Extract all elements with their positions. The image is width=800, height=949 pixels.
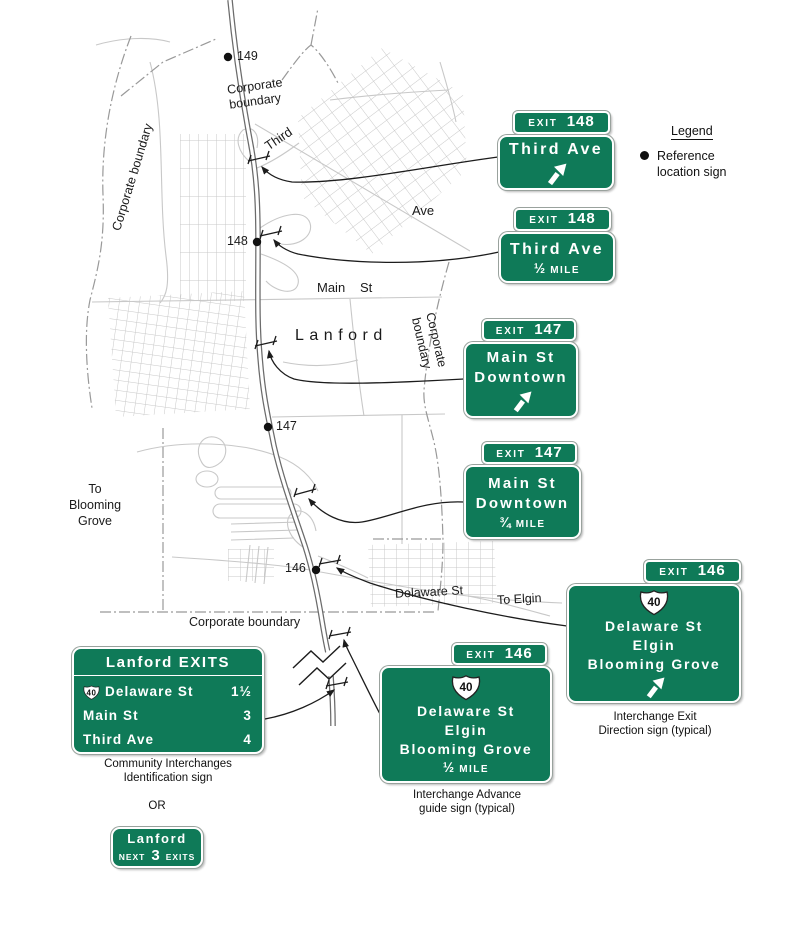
sign-street-name-2: Elgin <box>444 722 488 738</box>
sign-street-name: Delaware St <box>604 617 704 634</box>
freeway <box>227 0 347 727</box>
mile-marker-148-label: 148 <box>227 234 248 248</box>
row-distance: 3 <box>243 708 252 723</box>
or-label: OR <box>148 800 166 812</box>
exit-number: 146 <box>697 562 726 579</box>
svg-text:40: 40 <box>460 681 473 694</box>
legend-item-reference-location: Reference location sign <box>640 148 772 180</box>
exit-147-direction-sign: Main St Downtown <box>464 342 578 418</box>
freeway-break-symbol <box>294 646 346 686</box>
mile-marker-147-label: 147 <box>276 419 297 433</box>
row-street-name: Third Ave <box>83 732 155 747</box>
advance-sign-caption: Interchange Advance guide sign (typical) <box>412 789 522 815</box>
exit-number: 148 <box>566 113 595 130</box>
row-street-name: Main St <box>83 708 139 723</box>
sign-street-name: Main St <box>486 348 556 366</box>
exit-word: EXIT <box>495 326 526 337</box>
street-grid-areas <box>108 48 497 607</box>
sign-distance: ½ MILE <box>533 261 581 276</box>
us-route-40-shield-icon: 40 <box>639 589 669 615</box>
diagonal-up-right-arrow-icon <box>513 391 531 412</box>
us-route-40-shield-icon: 40 <box>451 675 481 701</box>
direction-sign-caption: Interchange Exit Direction sign (typical… <box>598 711 712 737</box>
row-distance: 4 <box>243 732 252 747</box>
sign-distance: ¾ MILE <box>499 515 546 530</box>
sign-street-name: Delaware St <box>416 703 516 719</box>
exit-word: EXIT <box>529 215 559 226</box>
exit-number: 147 <box>534 444 563 461</box>
exit-word: EXIT <box>528 118 558 129</box>
community-sign-caption: Community Interchanges Identification si… <box>104 758 232 784</box>
exit-146-advance-sign: 40 Delaware St Elgin Blooming Grove ½ MI… <box>380 666 552 783</box>
exit-146-direction-tab: EXIT 146 <box>644 560 741 583</box>
corporate-boundary-lines <box>85 7 450 613</box>
exit-148-advance-tab: EXIT 148 <box>514 208 611 231</box>
sign-street-name: Third Ave <box>508 141 604 158</box>
diagonal-up-right-arrow-icon <box>547 163 567 186</box>
ave-street-label: Ave <box>412 203 435 218</box>
city-name-label: Lanford <box>295 327 388 344</box>
exit-number: 147 <box>534 321 563 338</box>
exit-147-advance-sign: Main St Downtown ¾ MILE <box>464 465 581 539</box>
sign-street-name-3: Blooming Grove <box>399 741 533 757</box>
exit-148-direction-tab: EXIT 148 <box>513 111 610 134</box>
exit-147-direction-tab: EXIT 147 <box>482 319 576 341</box>
leader-lines <box>261 156 568 720</box>
sign-street-name: Main St <box>488 475 557 492</box>
legend-item-label: Reference location sign <box>657 149 727 179</box>
community-sign-row: 40 Delaware St 1½ <box>83 680 252 704</box>
corporate-boundary-label-bottom: Corporate boundary <box>189 615 301 629</box>
community-interchanges-sign: Lanford EXITS 40 Delaware St 1½ Main St … <box>72 647 264 754</box>
sign-street-name-2: Downtown <box>474 368 568 386</box>
sign-street-name-2: Elgin <box>632 636 676 653</box>
diagonal-up-right-arrow-icon <box>646 677 664 698</box>
sign-street-name-3: Blooming Grove <box>587 655 721 672</box>
exit-147-advance-tab: EXIT 147 <box>482 442 577 464</box>
community-sign-row: Third Ave 4 <box>83 728 252 752</box>
next-exits-sign: Lanford NEXT 3 EXITS <box>111 827 203 868</box>
sign-location-markers <box>247 150 352 690</box>
row-distance: 1½ <box>231 684 252 699</box>
to-elgin-label: To Elgin <box>496 590 542 608</box>
exit-148-advance-sign: Third Ave ½ MILE <box>499 232 615 283</box>
us-route-40-shield-icon: 40 <box>83 685 100 700</box>
sign-city-name: Lanford <box>127 831 187 846</box>
reference-location-dot-icon <box>640 151 649 160</box>
reference-location-dots <box>223 52 321 575</box>
legend-title: Legend <box>671 124 713 140</box>
next-exits-line: NEXT 3 EXITS <box>118 847 196 864</box>
row-street-name: Delaware St <box>105 684 194 699</box>
exit-148-direction-sign: Third Ave <box>498 135 614 190</box>
svg-text:40: 40 <box>648 596 661 609</box>
to-blooming-grove-label: To Blooming Grove <box>68 482 122 528</box>
exit-word: EXIT <box>496 449 526 460</box>
mile-marker-149-label: 149 <box>237 49 258 63</box>
community-sign-row: Main St 3 <box>83 704 252 728</box>
exit-word: EXIT <box>659 567 689 578</box>
main-street-label: Main <box>317 280 346 295</box>
community-sign-rows: 40 Delaware St 1½ Main St 3 Third Ave 4 <box>74 676 262 754</box>
exit-146-direction-sign: 40 Delaware St Elgin Blooming Grove <box>567 584 741 703</box>
sign-distance: ½ MILE <box>442 760 490 775</box>
legend: Legend Reference location sign <box>640 124 772 180</box>
sign-street-name-2: Downtown <box>475 495 570 512</box>
community-sign-title: Lanford EXITS <box>74 649 262 676</box>
exit-word: EXIT <box>466 650 496 661</box>
sign-street-name: Third Ave <box>509 241 605 258</box>
svg-text:40: 40 <box>87 688 97 697</box>
exit-number: 148 <box>567 210 596 227</box>
mile-marker-146-label: 146 <box>285 561 306 575</box>
st-street-label: St <box>360 280 373 295</box>
street-lines <box>91 37 563 617</box>
exit-146-advance-tab: EXIT 146 <box>452 643 547 665</box>
exit-number: 146 <box>504 645 533 662</box>
